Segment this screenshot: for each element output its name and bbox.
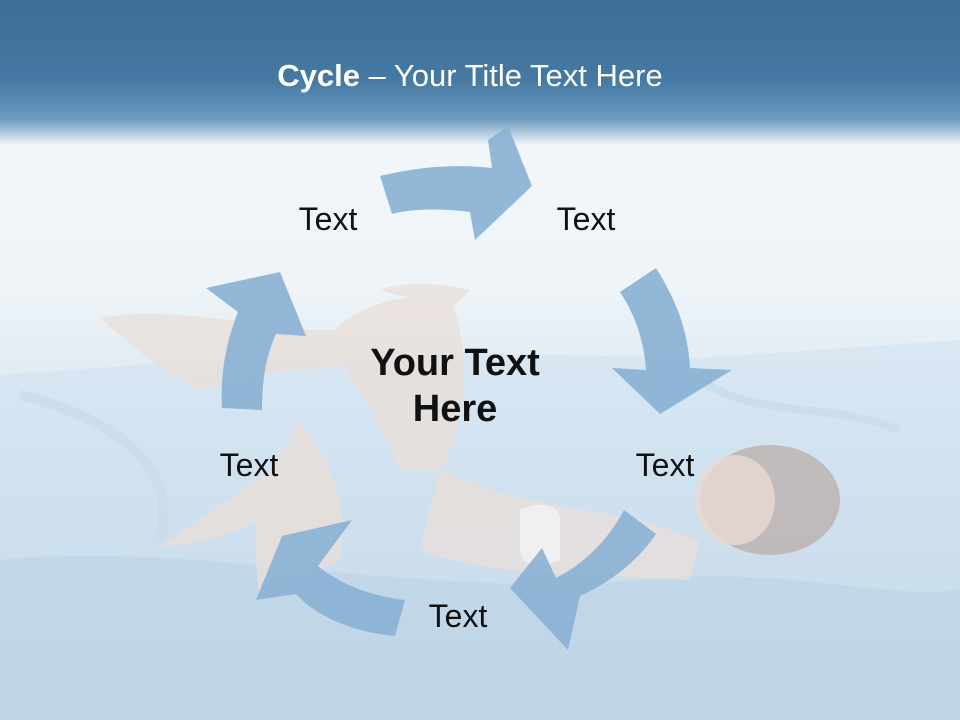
cycle-arrow-2 bbox=[612, 268, 732, 414]
cycle-arrow-3 bbox=[510, 510, 656, 650]
title-bold: Cycle bbox=[277, 58, 360, 93]
cycle-node-4: Text bbox=[428, 598, 488, 634]
cycle-node-5: Text bbox=[219, 447, 279, 483]
cycle-node-3: Text bbox=[635, 447, 695, 483]
title-rest: – Your Title Text Here bbox=[360, 58, 663, 93]
cycle-node-1: Text bbox=[298, 201, 358, 237]
center-text: Your Text Here bbox=[370, 342, 540, 430]
title-bar bbox=[0, 0, 960, 145]
cycle-arrow-4 bbox=[256, 520, 405, 636]
cycle-arrow-1 bbox=[380, 126, 532, 240]
cycle-node-2: Text bbox=[556, 201, 616, 237]
cycle-arrow-5 bbox=[206, 272, 306, 410]
slide-title: Cycle – Your Title Text Here bbox=[0, 56, 940, 96]
